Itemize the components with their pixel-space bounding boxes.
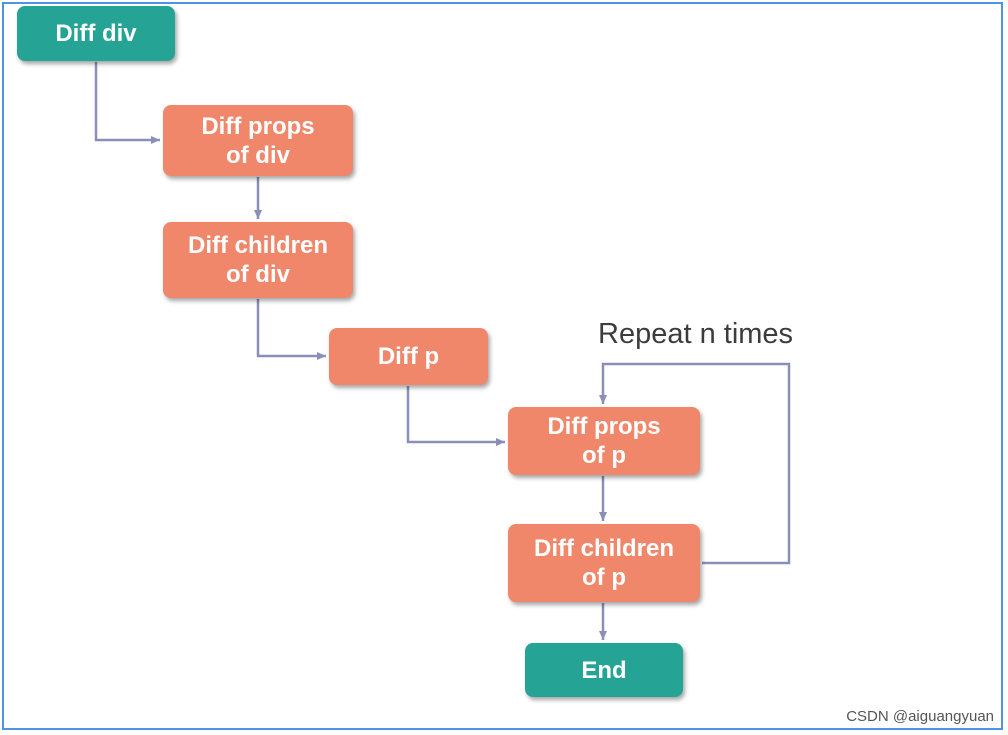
arrow-repeat-loop bbox=[599, 362, 791, 565]
repeat-loop-label: Repeat n times bbox=[598, 318, 794, 350]
node-diff-props-p: Diff props of p bbox=[508, 407, 700, 475]
arrow-div-to-props bbox=[94, 62, 160, 144]
node-end: End bbox=[525, 643, 683, 697]
node-diff-children-p: Diff children of p bbox=[508, 524, 700, 602]
node-diff-props-div: Diff props of div bbox=[163, 105, 353, 176]
watermark: CSDN @aiguangyuan bbox=[846, 708, 994, 725]
node-diff-children-div: Diff children of div bbox=[163, 222, 353, 298]
arrow-children-to-p bbox=[256, 299, 326, 360]
arrow-p-to-props-p bbox=[406, 386, 505, 446]
node-diff-p: Diff p bbox=[329, 328, 488, 385]
node-diff-div: Diff div bbox=[17, 6, 175, 61]
